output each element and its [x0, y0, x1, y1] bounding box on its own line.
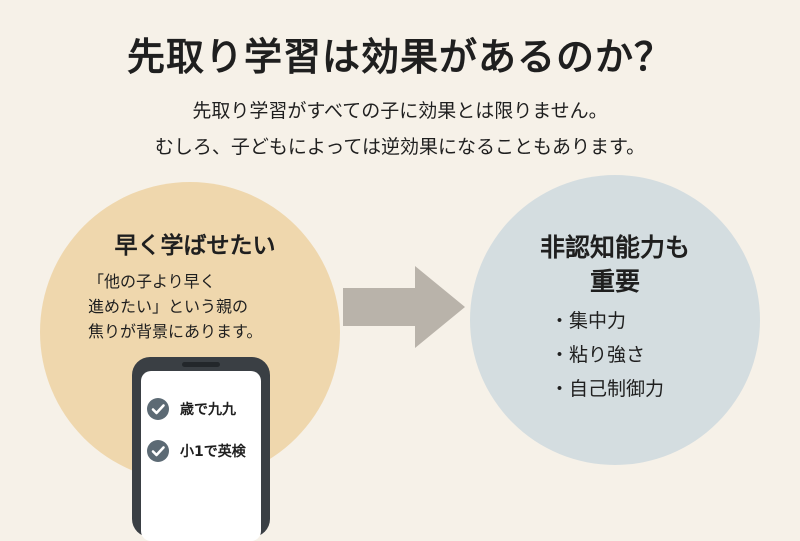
- arrow-right-icon: [343, 266, 465, 348]
- subtitle-line-1: 先取り学習がすべての子に効果とは限りません。: [192, 100, 608, 122]
- left-panel-body-line-1: 「他の子より早く: [88, 272, 216, 291]
- right-panel-item-2: ・粘り強さ: [550, 344, 646, 366]
- phone-task-1: 歳で九九: [180, 402, 236, 418]
- left-panel-title: 早く学ばせたい: [114, 233, 276, 259]
- phone-notch: [182, 362, 220, 367]
- left-panel-body-line-2: 進めたい」という親の: [88, 297, 249, 316]
- right-panel-item-3: ・自己制御力: [550, 378, 665, 400]
- check-circle-icon: [147, 398, 169, 420]
- phone-task-2: 小1で英検: [180, 444, 246, 460]
- right-panel-item-1: ・集中力: [550, 310, 627, 332]
- right-panel-title-line-1: 非認知能力も: [539, 233, 690, 262]
- left-panel-body-line-3: 焦りが背景にあります。: [88, 322, 263, 341]
- check-circle-icon: [147, 440, 169, 462]
- right-panel-title-line-2: 重要: [589, 267, 640, 296]
- subtitle-line-2: むしろ、子どもによっては逆効果になることもあります。: [154, 136, 646, 158]
- page-title: 先取り学習は効果があるのか？: [126, 35, 673, 79]
- right-circle: [470, 175, 760, 465]
